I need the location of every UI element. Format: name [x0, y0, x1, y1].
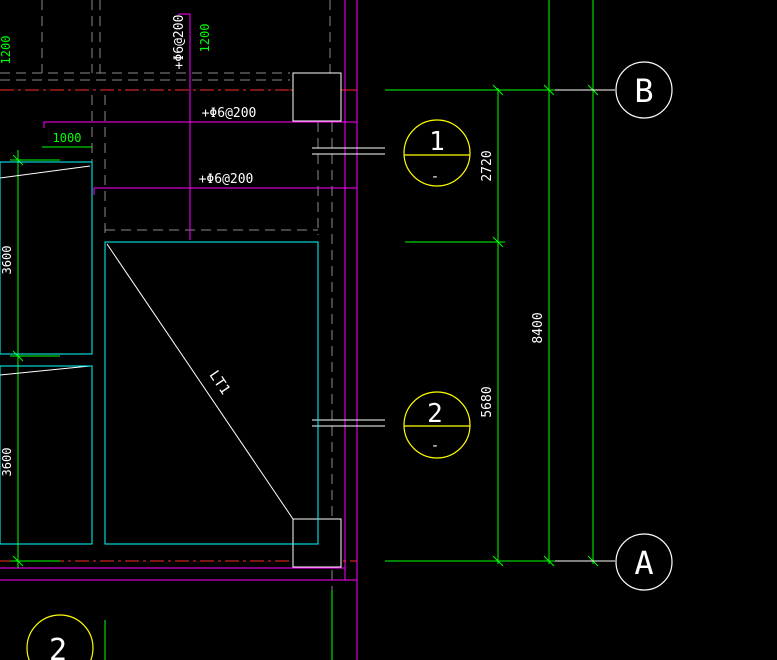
dim-1000: 1000: [53, 131, 82, 145]
left-slab-lower: [0, 365, 93, 545]
axis-lines: [0, 89, 357, 562]
dim-8400: 8400: [531, 312, 546, 343]
dim-3600-upper: 3600: [0, 246, 14, 275]
rebar-middle-label: +Φ6@200: [199, 172, 254, 187]
dim-1200-left: 1200: [0, 36, 13, 65]
dim-5680: 5680: [480, 386, 495, 417]
dim-1200-right: 1200: [198, 24, 212, 53]
column-boxes: [292, 72, 342, 568]
rebar-vertical-label: +Φ6@200: [172, 15, 187, 70]
axis-bubbles: [615, 61, 673, 591]
section-1-number: 1: [429, 127, 445, 157]
dim-2720: 2720: [480, 150, 495, 181]
section-bottom-circle: [26, 614, 94, 660]
axis-a-label: A: [634, 544, 653, 582]
rebar-top-label: +Φ6@200: [202, 106, 257, 121]
magenta-beam-lines: [0, 0, 358, 660]
section-1-sub: -: [431, 169, 439, 185]
stair-slab-rect: [104, 241, 319, 545]
section-bottom-number: 2: [49, 633, 67, 660]
column-top: [292, 72, 342, 122]
left-slab-upper: [0, 161, 93, 355]
dim-3600-lower: 3600: [0, 448, 14, 477]
axis-b-circle: [615, 61, 673, 119]
section-2-number: 2: [427, 399, 443, 429]
section-markers: [26, 119, 471, 660]
axis-b-label: B: [634, 72, 653, 110]
stair-label: LT1: [206, 368, 233, 398]
stair-diagonal: [106, 243, 294, 520]
axis-a-circle: [615, 533, 673, 591]
cyan-slab-outlines: [0, 161, 319, 545]
section-2-sub: -: [431, 438, 439, 454]
white-lines: [0, 89, 615, 562]
dashed-structure-lines: [0, 0, 333, 600]
column-bottom: [292, 518, 342, 568]
section-2-circle: [403, 391, 471, 459]
section-1-circle: [403, 119, 471, 187]
